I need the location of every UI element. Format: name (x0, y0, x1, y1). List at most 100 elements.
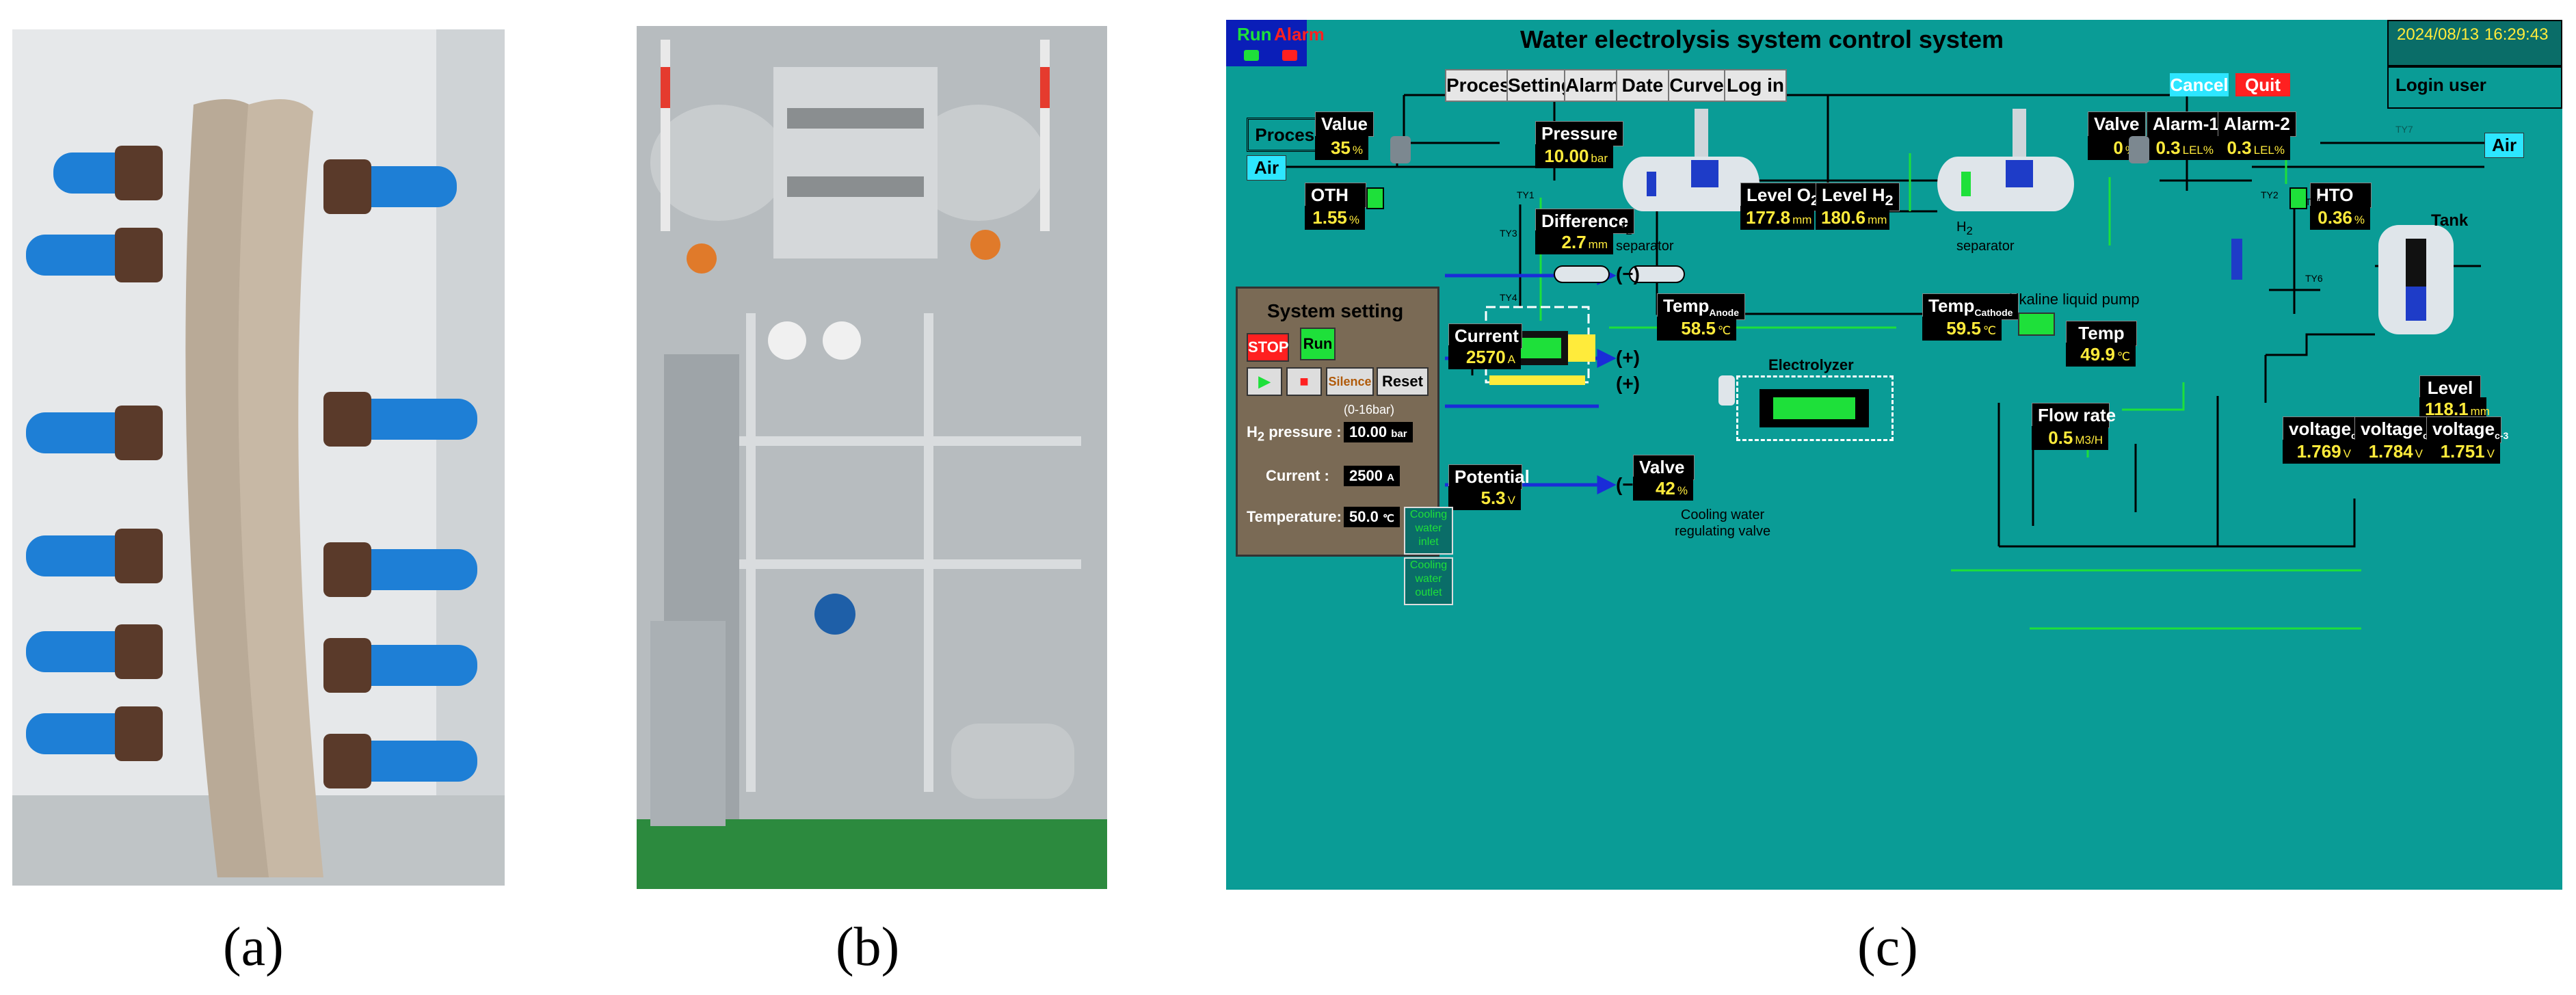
process-tab[interactable]: Process (1247, 118, 1333, 152)
oth-unit: % (1349, 213, 1359, 226)
valve-tag-ty6: TY6 (2305, 273, 2323, 284)
h2-pressure-label: H2 pressure : (1247, 423, 1342, 444)
level-o2-label: Level O2 (1740, 183, 1825, 212)
stack-illustration (12, 29, 505, 886)
temp-cathode-sub: Cathode (1974, 307, 2013, 319)
alarm-2-unit: LEL% (2253, 144, 2285, 157)
temperature-setpoint-unit: ℃ (1382, 513, 1394, 525)
difference-unit: mm (1588, 238, 1608, 251)
h2-pressure-unit: bar (1391, 428, 1407, 440)
date-readout: 2024/08/13 (2397, 25, 2480, 44)
time-readout: 16:29:43 (2484, 25, 2549, 44)
separator-left-prefix: H (1616, 220, 1626, 235)
temp-readout: 49.9℃ (2066, 343, 2136, 367)
menu-log-in[interactable]: Log in (1724, 69, 1787, 102)
control-valve-right-icon[interactable] (2129, 136, 2149, 163)
level-h2-number: 180.6 (1821, 207, 1866, 228)
tank-label: Tank (2431, 211, 2469, 230)
hto-sensor-icon (2289, 187, 2307, 209)
alarm-2-number: 0.3 (2227, 137, 2252, 158)
pressure-range-note: (0-16bar) (1344, 403, 1395, 416)
value-left-label: Value (1315, 111, 1374, 137)
cancel-button[interactable]: Cancel (2170, 73, 2229, 96)
oth-number: 1.55 (1312, 207, 1347, 228)
cooling-valve-line-1: Cooling water (1680, 507, 1765, 522)
current-setpoint[interactable]: 2500 A (1344, 466, 1400, 486)
silence-button[interactable]: Silence (1326, 367, 1374, 396)
run-indicator-label: Run (1237, 24, 1272, 44)
photo-electrolysis-skid (637, 26, 1107, 889)
menu-alarm[interactable]: Alarm (1564, 69, 1619, 102)
h2-pressure-setpoint[interactable]: 10.00 bar (1344, 422, 1413, 442)
hto-label: HTO (2310, 183, 2372, 208)
h2-pressure-h: H (1247, 423, 1258, 440)
menu-process[interactable]: Process (1445, 69, 1521, 102)
oth-readout: 1.55% (1305, 206, 1365, 230)
voltage-c3-number: 1.751 (2440, 441, 2485, 462)
quit-button[interactable]: Quit (2235, 73, 2290, 96)
cooling-valve-line-2: regulating valve (1675, 524, 1771, 539)
datetime-panel (2387, 20, 2562, 66)
value-left-readout: 35% (1315, 136, 1368, 160)
temp-anode-unit: ℃ (1717, 324, 1731, 337)
temp-anode-label: TempAnode (1657, 293, 1745, 321)
menu-curve[interactable]: Curve (1668, 69, 1725, 102)
valve-bottom-label: Valve (1633, 455, 1695, 480)
cooling-outlet-line-3: outlet (1415, 587, 1442, 598)
skid-illustration (637, 26, 1107, 889)
separator-left-sub: 2 (1625, 224, 1632, 237)
valve-right-number: 0 (2113, 137, 2123, 158)
valve-bottom-readout: 42% (1633, 477, 1693, 501)
alarm-1-label: Alarm-1 (2147, 111, 2225, 137)
separator-right-sub: 2 (1966, 224, 1973, 237)
temp-unit: ℃ (2116, 350, 2130, 363)
valve-bottom-number: 42 (1655, 478, 1675, 499)
temp-cathode-unit: ℃ (1982, 324, 1996, 337)
oth-label: OTH (1305, 183, 1366, 208)
alarm-2-label: Alarm-2 (2218, 111, 2296, 137)
caption-b: (b) (836, 917, 900, 977)
alkaline-pump-label: Alkaline liquid pump (2006, 291, 2140, 308)
hto-readout: 0.36% (2310, 206, 2370, 230)
flow-rate-label: Flow rate (2032, 403, 2116, 428)
current-setpoint-number: 2500 (1349, 467, 1383, 484)
valve-tag-ty5: TY5 (2305, 196, 2323, 207)
difference-number: 2.7 (1561, 232, 1586, 252)
temp-anode-text: Temp (1663, 295, 1710, 316)
electrolyzer-body (1736, 375, 1894, 441)
potential-unit: V (1507, 494, 1515, 507)
voltage-c1-text: voltage (2289, 419, 2352, 439)
run-button[interactable]: Run (1300, 328, 1336, 360)
level-o2-label-text: Level O (1747, 185, 1811, 205)
login-user-label: Login user (2395, 75, 2486, 95)
valve-tag-ty4: TY4 (1500, 292, 1517, 303)
stop-button[interactable]: STOP (1247, 333, 1289, 362)
voltage-c2-text: voltage (2361, 419, 2424, 439)
separator-right-word: separator (1956, 239, 2015, 254)
oth-sensor-icon (1366, 187, 1384, 209)
hto-number: 0.36 (2318, 207, 2352, 228)
stop-square-icon[interactable]: ■ (1286, 367, 1322, 396)
temp-anode-readout: 58.5℃ (1657, 317, 1736, 341)
reset-button[interactable]: Reset (1377, 367, 1429, 396)
current-number: 2570 (1465, 347, 1506, 367)
alarm-indicator-label: Alarm (1274, 24, 1325, 44)
temp-label: Temp (2066, 321, 2137, 346)
login-user-box (2387, 66, 2562, 109)
temp-anode-sub: Anode (1709, 307, 1739, 319)
control-valve-left-icon[interactable] (1390, 136, 1411, 163)
play-icon[interactable]: ▶ (1247, 367, 1282, 396)
menu-date[interactable]: Date (1616, 69, 1669, 102)
menu-setting[interactable]: Setting (1506, 69, 1573, 102)
voltage-c1-number: 1.769 (2296, 441, 2341, 462)
current-setpoint-label: Current : (1266, 467, 1329, 484)
cooling-inlet-line-3: inlet (1418, 536, 1439, 548)
temperature-setpoint[interactable]: 50.0 ℃ (1344, 507, 1400, 527)
valve-tag-ty7: TY7 (2395, 124, 2413, 135)
voltage-c3-sub: c-3 (2495, 430, 2509, 442)
